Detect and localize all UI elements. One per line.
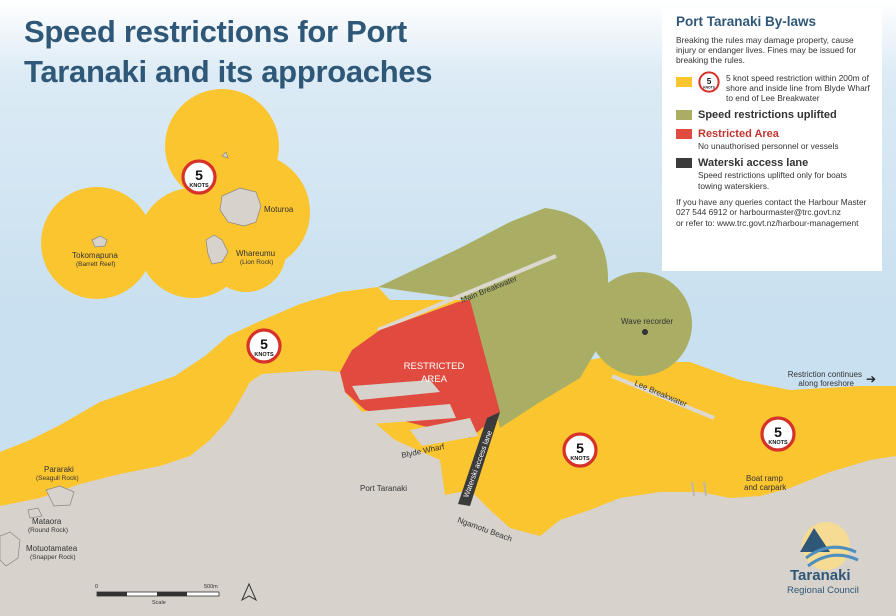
legend-intro: Breaking the rules may damage property, … [676,35,857,66]
wharves [352,380,478,446]
label-motuotamatea: Motuotamatea [26,544,78,553]
knot-sign-foreshore: 5 KNOTS [760,416,796,452]
label-motuotamatea-sub: (Snapper Rock) [30,554,76,561]
label-wave-recorder: Wave recorder [621,317,674,326]
southwest-islands [0,485,75,567]
label-mataora-sub: (Round Rock) [28,527,68,534]
knot-sign-icon: 5 KNOTS [698,70,720,93]
label-tokomapuna-sub: (Barrett Reef) [76,261,115,268]
svg-text:500m: 500m [204,584,218,590]
svg-text:KNOTS: KNOTS [768,440,788,446]
legend-item-waterski: Waterski access lane Speed restrictions … [676,157,870,191]
label-pararaki: Pararaki [44,465,74,474]
label-restricted-area-1: RESTRICTED [404,361,465,372]
legend-item-uplifted: Speed restrictions uplifted [676,109,870,122]
legend-restricted-desc: No unauthorised personnel or vessels [698,141,839,152]
legend-waterski-title: Waterski access lane [698,157,809,170]
arrow-right-icon: ➔ [866,372,876,386]
legend-panel: Port Taranaki By-laws Breaking the rules… [662,8,882,271]
label-port-taranaki: Port Taranaki [360,484,407,493]
svg-text:Scale: Scale [152,600,166,606]
north-arrow-icon [240,582,258,602]
swatch-uplifted [676,110,692,121]
svg-text:KNOTS: KNOTS [570,456,590,462]
label-whareumu: Whareumu [236,249,275,258]
legend-item-restricted: Restricted Area No unauthorised personne… [676,128,870,151]
legend-restricted-title: Restricted Area [698,128,779,141]
land [0,370,896,616]
legend-heading: Port Taranaki By-laws [676,14,817,29]
islands [91,151,262,265]
knot-sign-islands: 5 KNOTS [181,159,217,195]
wave-recorder-zone [588,272,692,376]
contact-line-3: or refer to: www.trc.govt.nz/harbour-man… [676,217,859,228]
boat-ramp-marks [691,481,707,497]
legend-knot-zone-desc: 5 knot speed restriction within 200m of … [726,72,870,104]
lee-breakwater [611,374,715,420]
label-restricted-area-2: AREA [421,374,448,385]
legend-item-knot-zone: 5 KNOTS 5 knot speed restriction within … [676,70,870,104]
restricted-area [340,300,500,438]
main-breakwater [377,254,557,332]
label-moturoa: Moturoa [264,205,294,214]
svg-text:0: 0 [95,584,98,590]
legend-contact: If you have any queries contact the Harb… [676,197,870,228]
label-mataora: Mataora [32,517,62,526]
label-restriction-continues-2: along foreshore [798,379,854,388]
label-whareumu-sub: (Lion Rock) [240,259,273,266]
swatch-knot-zone [676,76,692,87]
contact-line-2: 027 544 6912 or harbourmaster@trc.govt.n… [676,207,841,218]
knot-sign-harbour: 5 KNOTS [562,432,598,468]
trc-logo: Taranaki Regional Council [787,522,859,596]
wave-recorder-dot [642,329,648,335]
svg-text:KNOTS: KNOTS [189,183,209,189]
svg-text:5: 5 [774,424,782,440]
page-title: Speed restrictions for Port Taranaki and… [24,14,433,89]
svg-text:5: 5 [260,336,268,352]
svg-text:KNOTS: KNOTS [703,85,715,89]
swatch-restricted [676,129,692,140]
logo-line1: Taranaki [790,567,851,584]
label-tokomapuna: Tokomapuna [72,251,118,260]
svg-text:5: 5 [195,167,203,183]
knot-sign-coast: 5 KNOTS [246,328,282,364]
svg-text:KNOTS: KNOTS [254,352,274,358]
label-boat-ramp-2: and carpark [744,483,787,492]
legend-waterski-desc: Speed restrictions uplifted only for boa… [698,170,847,191]
waterski-lane [458,412,500,506]
label-pararaki-sub: (Seagull Rock) [36,475,79,482]
logo-line2: Regional Council [787,585,859,596]
svg-text:5: 5 [576,440,584,456]
svg-text:5: 5 [707,76,712,85]
uplifted-area [378,208,609,428]
swatch-waterski [676,158,692,169]
scale-bar: 0 500m Scale [95,584,220,606]
label-restriction-continues-1: Restriction continues [788,370,862,379]
contact-line-1: If you have any queries contact the Harb… [676,196,867,207]
label-boat-ramp-1: Boat ramp [746,474,783,483]
legend-uplifted-title: Speed restrictions uplifted [698,109,837,122]
